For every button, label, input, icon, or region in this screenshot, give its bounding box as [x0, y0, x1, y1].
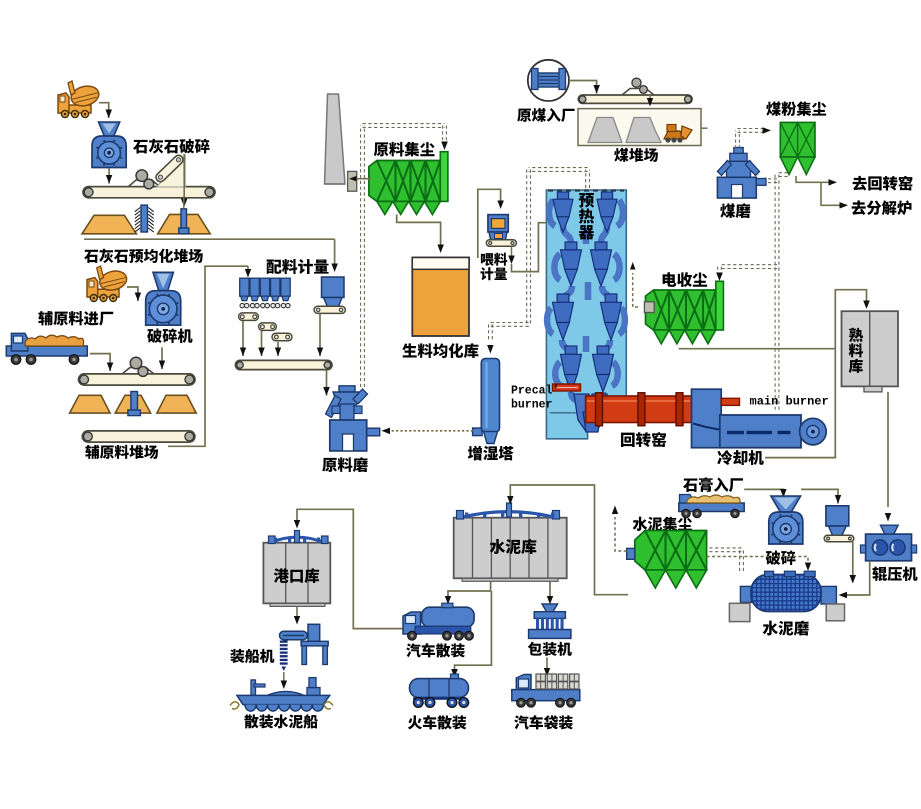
svg-text:main burner: main burner	[750, 395, 829, 409]
svg-text:Precal': Precal'	[511, 385, 559, 398]
svg-text:burner: burner	[511, 399, 553, 412]
